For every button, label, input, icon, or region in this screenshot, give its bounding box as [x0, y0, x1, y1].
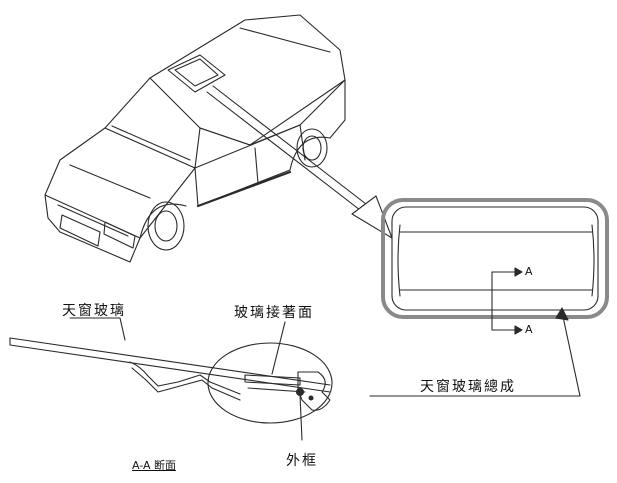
label-glass-bonding-surface: 玻璃接著面: [234, 305, 314, 321]
sunroof-glass-assembly: [381, 198, 609, 335]
label-sunroof-glass-assembly: 天窗玻璃總成: [420, 379, 516, 395]
section-marker-bottom: A: [525, 323, 533, 336]
car-illustration: [44, 14, 346, 263]
assembly-leader: [369, 307, 581, 397]
section-title: A-A 断面: [132, 459, 177, 472]
label-sunroof-glass: 天窗玻璃: [62, 303, 126, 319]
section-marker-top: A: [525, 265, 533, 278]
label-outer-frame: 外框: [286, 453, 318, 469]
cross-section-aa: [9, 317, 333, 441]
leader-arrow: [206, 85, 393, 239]
